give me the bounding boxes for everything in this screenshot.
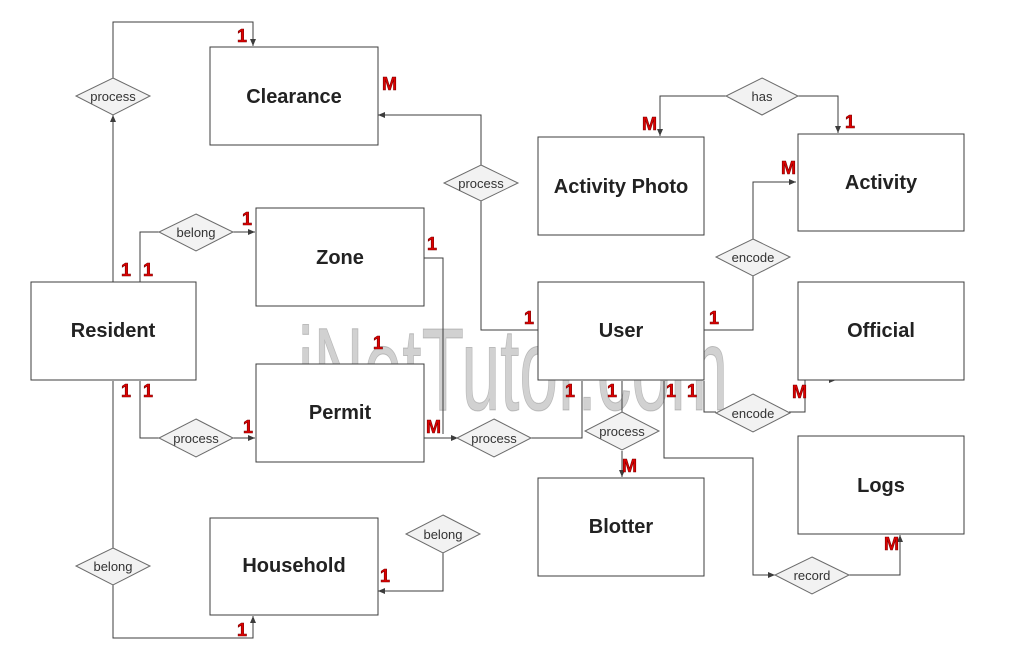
cardinality-label: M — [884, 534, 899, 554]
relationship-process-clearance-resident[interactable]: process — [74, 77, 152, 116]
relationship-belong-household-resident[interactable]: belong — [74, 547, 152, 586]
relationship-belong-zone[interactable]: belong — [157, 213, 235, 252]
relationship-label: process — [173, 431, 219, 446]
cardinality-label: M — [781, 158, 796, 178]
connector-has-activity — [798, 95, 841, 133]
relationship-label: belong — [93, 559, 132, 574]
connector-resident-process-permit — [139, 381, 160, 439]
cardinality-label: 1 — [845, 112, 855, 132]
entity-zone-label: Zone — [316, 247, 364, 269]
entity-clearance-label: Clearance — [246, 86, 342, 108]
cardinality-label: 1 — [243, 417, 253, 437]
cardinality-label: 1 — [687, 381, 697, 401]
cardinality-label: M — [382, 74, 397, 94]
cardinalities: 1 M M 1 M 1 1 1 1 1 1 1 1 1 1 1 1 1 M 1 … — [121, 26, 900, 641]
relationship-label: process — [599, 424, 645, 439]
connector-has-photo — [657, 95, 726, 136]
connector-process-user — [531, 381, 583, 439]
relationship-process-permit-resident[interactable]: process — [157, 418, 235, 458]
entity-permit-label: Permit — [309, 402, 372, 424]
entity-user[interactable]: User — [537, 281, 705, 381]
connectors — [110, 21, 903, 639]
entities: Clearance Activity Photo Activity Zone R… — [30, 46, 965, 616]
relationship-record[interactable]: record — [773, 556, 851, 595]
relationship-process-permit-user[interactable]: process — [455, 418, 533, 458]
cardinality-label: 1 — [237, 26, 247, 46]
cardinality-label: 1 — [666, 381, 676, 401]
connector-encode-activity — [752, 179, 796, 240]
connector-user-process-clearance — [480, 200, 538, 331]
relationship-label: record — [794, 568, 831, 583]
relationship-belong-household-zone[interactable]: belong — [404, 514, 482, 554]
relationship-has[interactable]: has — [724, 77, 800, 116]
cardinality-label: M — [642, 114, 657, 134]
entity-zone[interactable]: Zone — [255, 207, 425, 307]
relationship-label: process — [90, 89, 136, 104]
entity-official-label: Official — [847, 320, 915, 342]
entity-activity[interactable]: Activity — [797, 133, 965, 232]
entity-blotter[interactable]: Blotter — [537, 477, 705, 577]
connector-belong-household — [378, 552, 444, 594]
entity-logs[interactable]: Logs — [797, 435, 965, 535]
relationship-label: belong — [176, 225, 215, 240]
connector-resident-belong — [139, 231, 160, 282]
cardinality-label: 1 — [237, 620, 247, 640]
entity-permit[interactable]: Permit — [255, 363, 425, 463]
entity-resident[interactable]: Resident — [30, 281, 197, 381]
connector-process-clearance-user — [378, 112, 482, 165]
connector-zone-belong — [424, 257, 444, 434]
cardinality-label: 1 — [121, 260, 131, 280]
entity-logs-label: Logs — [857, 475, 905, 497]
cardinality-label: 1 — [143, 381, 153, 401]
entity-clearance[interactable]: Clearance — [209, 46, 379, 146]
relationship-label: belong — [423, 527, 462, 542]
entity-activity-photo-label: Activity Photo — [554, 176, 688, 198]
cardinality-label: 1 — [427, 234, 437, 254]
relationship-process-clearance-user[interactable]: process — [442, 164, 520, 202]
cardinality-label: 1 — [607, 381, 617, 401]
connector-user-record — [663, 381, 775, 578]
cardinality-label: 1 — [242, 209, 252, 229]
connector-belong-household-2 — [112, 584, 256, 639]
cardinality-label: M — [426, 417, 441, 437]
cardinality-label: 1 — [565, 381, 575, 401]
connector-user-encode-official — [703, 381, 716, 413]
relationship-label: encode — [732, 250, 775, 265]
relationships: process process has belong encode proces… — [74, 77, 851, 595]
cardinality-label: M — [622, 456, 637, 476]
entity-resident-label: Resident — [71, 320, 156, 342]
cardinality-label: 1 — [524, 308, 534, 328]
cardinality-label: 1 — [373, 333, 383, 353]
relationship-label: has — [752, 89, 773, 104]
connector-record-logs — [848, 535, 903, 576]
entity-household-label: Household — [242, 555, 345, 577]
entity-user-label: User — [599, 320, 644, 342]
relationship-label: process — [471, 431, 517, 446]
relationship-label: encode — [732, 406, 775, 421]
cardinality-label: M — [792, 382, 807, 402]
cardinality-label: 1 — [709, 308, 719, 328]
entity-activity-label: Activity — [845, 172, 918, 194]
relationship-encode-official[interactable]: encode — [714, 393, 792, 433]
entity-blotter-label: Blotter — [589, 516, 654, 538]
entity-activity-photo[interactable]: Activity Photo — [537, 136, 705, 236]
entity-household[interactable]: Household — [209, 517, 379, 616]
relationship-process-blotter[interactable]: process — [583, 411, 661, 451]
relationship-label: process — [458, 176, 504, 191]
cardinality-label: 1 — [121, 381, 131, 401]
relationship-encode-activity[interactable]: encode — [714, 238, 792, 277]
cardinality-label: 1 — [380, 566, 390, 586]
entity-official[interactable]: Official — [797, 281, 965, 381]
connector-process-clearance — [112, 21, 256, 78]
cardinality-label: 1 — [143, 260, 153, 280]
connector-user-encode-activity — [704, 276, 754, 331]
